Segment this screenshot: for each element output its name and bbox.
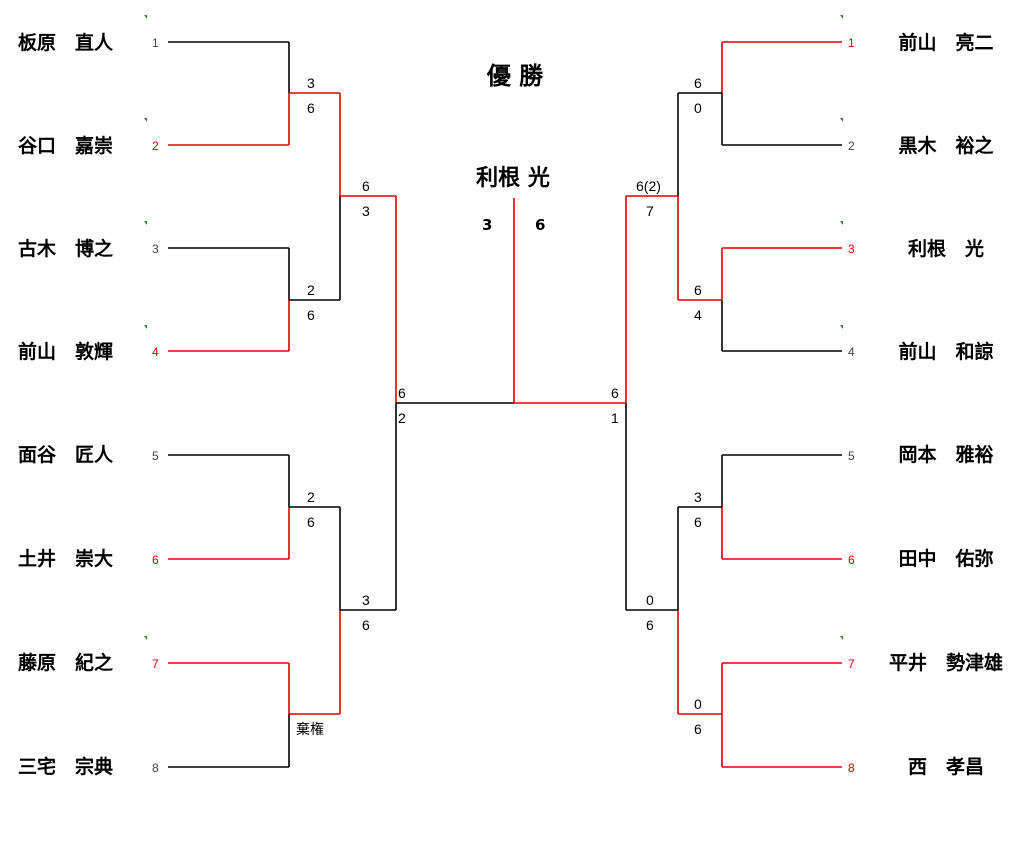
score-left-r1-3-bottom: 6 (307, 514, 315, 530)
left-player-2: 谷口 嘉崇 (18, 135, 114, 157)
entry-mark (840, 15, 843, 19)
score-right-r2-2-top: 0 (646, 592, 654, 608)
right-player-2: 黒木 裕之 (898, 135, 994, 157)
right-seed-2: 2 (848, 139, 855, 153)
score-right-sf-top: 6 (611, 385, 619, 401)
score-right-r1-3-bottom: 6 (694, 514, 702, 530)
score-right-r1-4-bottom: 6 (694, 721, 702, 737)
entry-mark (144, 636, 147, 640)
score-left-r1-1-top: 3 (307, 75, 315, 91)
score-left-r1-1-bottom: 6 (307, 100, 315, 116)
left-seed-7: 7 (152, 657, 159, 671)
final-score-right: 6 (535, 216, 546, 234)
right-player-7: 平井 勢津雄 (888, 652, 1003, 674)
right-player-3: 利根 光 (907, 238, 984, 260)
right-seed-5: 5 (848, 449, 855, 463)
score-right-r2-2-bottom: 6 (646, 617, 654, 633)
score-left-r1-2-top: 2 (307, 282, 315, 298)
right-seed-8: 8 (848, 761, 855, 775)
score-right-r1-4-top: 0 (694, 696, 702, 712)
final-score-left: 3 (482, 216, 493, 234)
score-right-r1-2-bottom: 4 (694, 307, 702, 323)
left-seed-6: 6 (152, 553, 159, 567)
score-right-r1-1-bottom: 0 (694, 100, 702, 116)
right-player-5: 岡本 雅裕 (898, 444, 994, 466)
score-left-r1-3-top: 2 (307, 489, 315, 505)
left-seed-3: 3 (152, 242, 159, 256)
score-left-r2-1-top: 6 (362, 178, 370, 194)
entry-mark (144, 221, 147, 225)
right-seed-3: 3 (848, 242, 855, 256)
score-right-r2-1-top: 6(2) (636, 178, 661, 194)
entry-mark (840, 221, 843, 225)
left-player-4: 前山 敦輝 (18, 341, 114, 363)
score-right-r1-1-top: 6 (694, 75, 702, 91)
left-player-8: 三宅 宗典 (18, 756, 114, 778)
entry-mark (840, 118, 843, 122)
left-player-5: 面谷 匠人 (18, 444, 114, 466)
right-seed-4: 4 (848, 345, 855, 359)
score-right-sf-bottom: 1 (611, 410, 619, 426)
score-left-r1-2-bottom: 6 (307, 307, 315, 323)
right-seed-6: 6 (848, 553, 855, 567)
score-left-r2-2-bottom: 6 (362, 617, 370, 633)
champion-name: 利根 光 (476, 166, 550, 191)
score-left-sf-top: 6 (398, 385, 406, 401)
entry-mark (144, 325, 147, 329)
left-seed-5: 5 (152, 449, 159, 463)
score-left-r2-2-top: 3 (362, 592, 370, 608)
right-player-4: 前山 和諒 (898, 341, 994, 363)
left-seed-2: 2 (152, 139, 159, 153)
right-seed-1: 1 (848, 36, 855, 50)
score-left-r2-1-bottom: 3 (362, 203, 370, 219)
left-seed-1: 1 (152, 36, 159, 50)
left-seed-8: 8 (152, 761, 159, 775)
score-left-r1-4-bottom: 棄権 (296, 721, 324, 737)
score-right-r1-3-top: 3 (694, 489, 702, 505)
score-right-r2-1-bottom: 7 (646, 203, 654, 219)
left-player-3: 古木 博之 (18, 238, 114, 260)
score-left-sf-bottom: 2 (398, 410, 406, 426)
right-player-6: 田中 佑弥 (898, 548, 994, 570)
left-player-6: 土井 崇大 (18, 548, 114, 570)
score-right-r1-2-top: 6 (694, 282, 702, 298)
left-player-1: 板原 直人 (18, 32, 114, 54)
winner-heading: 優 勝 (486, 62, 544, 90)
entry-mark (840, 325, 843, 329)
entry-mark (144, 118, 147, 122)
right-player-1: 前山 亮二 (898, 32, 994, 54)
entry-mark (840, 636, 843, 640)
right-player-8: 西 孝昌 (907, 756, 984, 778)
right-seed-7: 7 (848, 657, 855, 671)
entry-mark (144, 15, 147, 19)
left-player-7: 藤原 紀之 (18, 652, 114, 674)
left-seed-4: 4 (152, 345, 159, 359)
